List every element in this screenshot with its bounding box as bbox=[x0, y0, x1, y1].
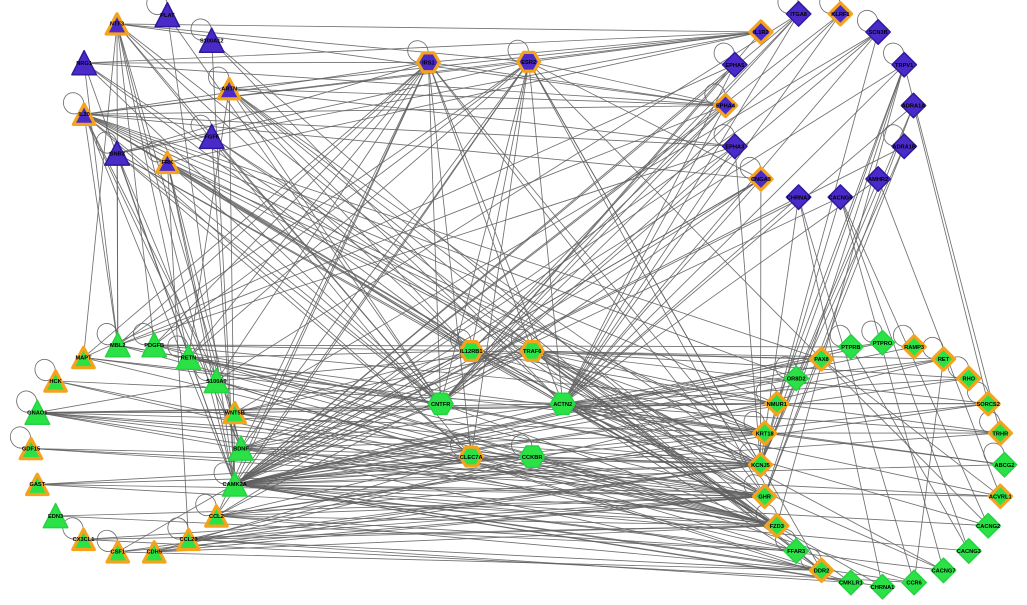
svg-text:PTPRO: PTPRO bbox=[873, 341, 893, 347]
svg-text:MBL2: MBL2 bbox=[110, 343, 125, 349]
svg-text:FZD3: FZD3 bbox=[770, 524, 784, 530]
svg-text:IL1R2: IL1R2 bbox=[753, 30, 769, 36]
svg-text:GNAO1: GNAO1 bbox=[27, 410, 47, 416]
svg-text:GAST: GAST bbox=[29, 482, 45, 488]
svg-text:IL20: IL20 bbox=[78, 112, 89, 118]
svg-text:RHO: RHO bbox=[962, 377, 975, 383]
svg-text:ADRA1B: ADRA1B bbox=[892, 145, 916, 151]
svg-text:S100A9: S100A9 bbox=[206, 379, 227, 385]
svg-text:RETN: RETN bbox=[181, 355, 196, 361]
svg-text:S100A12: S100A12 bbox=[200, 38, 224, 44]
svg-text:CAMK2A: CAMK2A bbox=[223, 482, 247, 488]
svg-text:CACNG3: CACNG3 bbox=[957, 549, 981, 555]
svg-text:CACNG2: CACNG2 bbox=[976, 524, 1000, 530]
svg-text:CNTFR: CNTFR bbox=[431, 402, 450, 408]
svg-text:ADRA1A: ADRA1A bbox=[902, 104, 926, 110]
svg-text:CDH5: CDH5 bbox=[146, 550, 162, 556]
svg-text:SORCS2: SORCS2 bbox=[977, 402, 1000, 408]
svg-text:PTPRB: PTPRB bbox=[841, 345, 860, 351]
svg-text:CHRNA3: CHRNA3 bbox=[787, 195, 811, 201]
svg-text:ACTN2: ACTN2 bbox=[553, 402, 572, 408]
svg-text:BDNF: BDNF bbox=[233, 446, 249, 452]
svg-text:NRG1: NRG1 bbox=[76, 61, 92, 67]
svg-text:EPHA5: EPHA5 bbox=[725, 63, 744, 69]
svg-text:IRS1: IRS1 bbox=[422, 61, 435, 67]
svg-text:PLAT: PLAT bbox=[160, 13, 175, 19]
svg-text:PDGFB: PDGFB bbox=[144, 343, 164, 349]
svg-text:TRAF6: TRAF6 bbox=[523, 349, 541, 355]
svg-text:CCR6: CCR6 bbox=[906, 581, 922, 587]
svg-text:GHR: GHR bbox=[758, 495, 771, 501]
svg-text:EPHA3: EPHA3 bbox=[725, 145, 744, 151]
svg-text:KLRF1: KLRF1 bbox=[831, 12, 849, 18]
svg-text:OR8D2: OR8D2 bbox=[787, 377, 806, 383]
svg-text:GDF15: GDF15 bbox=[22, 446, 40, 452]
svg-text:TRPV1: TRPV1 bbox=[895, 63, 913, 69]
svg-text:FFAR3: FFAR3 bbox=[787, 549, 805, 555]
svg-text:CCKBR: CCKBR bbox=[522, 455, 543, 461]
svg-text:CACNG7: CACNG7 bbox=[931, 569, 955, 575]
svg-text:CSF1: CSF1 bbox=[111, 550, 126, 556]
svg-text:DDR2: DDR2 bbox=[814, 569, 830, 575]
svg-text:CNGA3: CNGA3 bbox=[751, 177, 771, 183]
svg-text:AMHR2: AMHR2 bbox=[868, 177, 888, 183]
svg-text:FGF6: FGF6 bbox=[204, 135, 219, 141]
svg-text:PAX8: PAX8 bbox=[814, 357, 828, 363]
svg-text:CCL2: CCL2 bbox=[209, 514, 224, 520]
svg-text:RAMP3: RAMP3 bbox=[904, 345, 924, 351]
svg-text:CCL20: CCL20 bbox=[179, 537, 197, 543]
svg-text:CLEC7A: CLEC7A bbox=[460, 455, 483, 461]
svg-text:ABCG2: ABCG2 bbox=[995, 463, 1015, 469]
svg-text:CMKLR1: CMKLR1 bbox=[839, 581, 863, 587]
svg-text:KRT18: KRT18 bbox=[756, 431, 774, 437]
svg-text:HCK: HCK bbox=[49, 379, 62, 385]
svg-text:NMUR1: NMUR1 bbox=[767, 402, 787, 408]
svg-text:GNB3: GNB3 bbox=[109, 151, 125, 157]
svg-text:CHRNA1: CHRNA1 bbox=[871, 585, 895, 591]
svg-text:FRK: FRK bbox=[162, 160, 175, 166]
svg-text:RET: RET bbox=[938, 357, 950, 363]
svg-text:NTF3: NTF3 bbox=[110, 22, 124, 28]
svg-text:WNT5B: WNT5B bbox=[225, 410, 245, 416]
svg-text:CX3CL1: CX3CL1 bbox=[73, 537, 95, 543]
svg-text:ARTN: ARTN bbox=[221, 87, 237, 93]
svg-text:EDN3: EDN3 bbox=[48, 514, 63, 520]
svg-text:SCN3B: SCN3B bbox=[868, 30, 887, 36]
svg-text:ESR2: ESR2 bbox=[521, 60, 536, 66]
svg-text:IL12RB1: IL12RB1 bbox=[460, 349, 483, 355]
svg-text:ACVRL1: ACVRL1 bbox=[989, 495, 1012, 501]
svg-text:EPHA4: EPHA4 bbox=[716, 104, 736, 110]
svg-text:ITGA8: ITGA8 bbox=[790, 12, 807, 18]
svg-text:MAPT: MAPT bbox=[75, 355, 92, 361]
svg-text:CACNG5: CACNG5 bbox=[828, 195, 852, 201]
svg-text:KCNJ5: KCNJ5 bbox=[751, 463, 770, 469]
svg-text:TRHR: TRHR bbox=[992, 431, 1008, 437]
